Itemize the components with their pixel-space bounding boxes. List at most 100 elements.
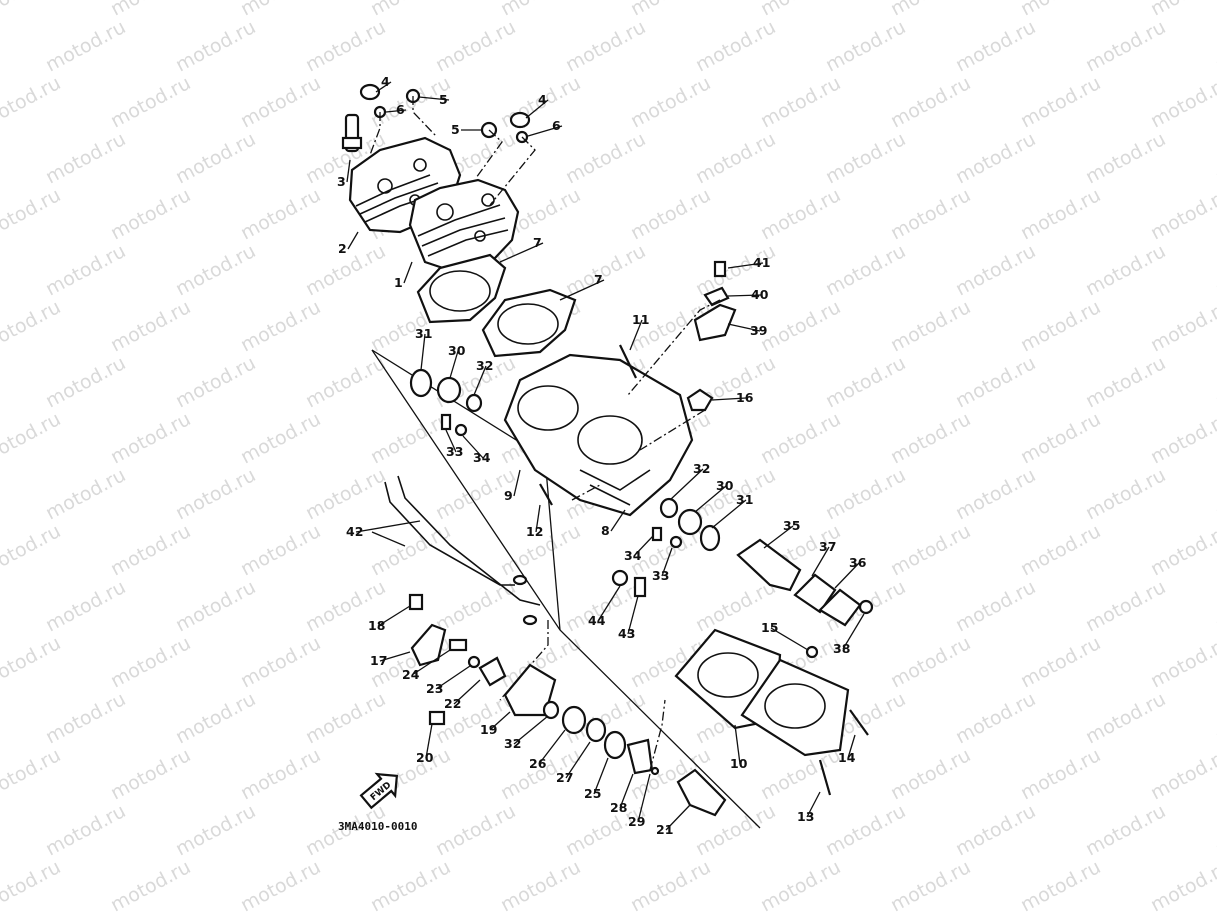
callout-number: 33 bbox=[652, 568, 669, 583]
callout-leader bbox=[629, 319, 643, 351]
callout-leader bbox=[770, 627, 809, 651]
watermark-text: motod.ru bbox=[237, 408, 324, 468]
callout-leader bbox=[473, 365, 487, 396]
watermark-text: motod.ru bbox=[237, 744, 324, 804]
watermark-text: motod.ru bbox=[497, 856, 584, 913]
o-ring-27 bbox=[585, 717, 607, 743]
watermark-text: motod.ru bbox=[952, 128, 1039, 188]
callout-leader bbox=[806, 791, 821, 818]
watermark-text: motod.ru bbox=[562, 240, 649, 300]
head-gasket-left bbox=[416, 253, 507, 324]
callout-number: 6 bbox=[396, 102, 405, 117]
watermark-text: motod.ru bbox=[1212, 16, 1217, 76]
watermark-text: motod.ru bbox=[952, 240, 1039, 300]
callout-number: 26 bbox=[529, 756, 547, 771]
watermark-text: motod.ru bbox=[42, 688, 129, 748]
callout-number: 34 bbox=[473, 450, 491, 465]
watermark-text: motod.ru bbox=[887, 72, 974, 132]
callout-leader bbox=[734, 724, 741, 765]
watermark-text: motod.ru bbox=[0, 632, 64, 692]
watermark-text: motod.ru bbox=[42, 16, 129, 76]
callout-leader bbox=[535, 504, 541, 533]
watermark-text: motod.ru bbox=[107, 184, 194, 244]
collar-upper bbox=[436, 376, 462, 404]
callout-number: 21 bbox=[656, 822, 673, 837]
callout-leader bbox=[661, 547, 673, 577]
watermark-text: motod.ru bbox=[952, 16, 1039, 76]
watermark-text: motod.ru bbox=[172, 464, 259, 524]
callout-number: 7 bbox=[594, 272, 603, 287]
watermark-text: motod.ru bbox=[237, 72, 324, 132]
watermark-text: motod.ru bbox=[1017, 408, 1104, 468]
callout-leader bbox=[727, 262, 764, 269]
watermark-text: motod.ru bbox=[107, 856, 194, 913]
watermark-text: motod.ru bbox=[952, 576, 1039, 636]
callout-leader bbox=[449, 350, 459, 379]
callout-number: 12 bbox=[526, 524, 543, 539]
callout-number: 5 bbox=[439, 92, 448, 107]
watermark-text: motod.ru bbox=[42, 464, 129, 524]
bolt-18 bbox=[408, 593, 424, 611]
dowel-15 bbox=[805, 645, 819, 659]
watermark-text: motod.ru bbox=[302, 16, 389, 76]
callout-number: 30 bbox=[716, 478, 734, 493]
callout-number: 25 bbox=[584, 786, 601, 801]
watermark-text: motod.ru bbox=[0, 408, 64, 468]
callout-leader bbox=[633, 535, 654, 557]
watermark-text: motod.ru bbox=[107, 520, 194, 580]
watermark-text: motod.ru bbox=[1212, 352, 1217, 412]
watermark-text: motod.ru bbox=[562, 128, 649, 188]
watermark-text: motod.ru bbox=[1212, 576, 1217, 636]
stud-13 bbox=[818, 759, 832, 796]
callout-leader bbox=[593, 757, 609, 795]
callout-leader bbox=[597, 585, 621, 622]
callout-leader bbox=[842, 613, 865, 650]
collar-26 bbox=[561, 705, 587, 735]
callout-number: 27 bbox=[556, 770, 573, 785]
callout-leader bbox=[525, 99, 549, 119]
watermark-text: motod.ru bbox=[172, 16, 259, 76]
callout-number: 8 bbox=[601, 523, 610, 538]
screw-24 bbox=[448, 638, 468, 652]
callout-leader bbox=[610, 509, 626, 532]
callout-number: 31 bbox=[736, 492, 753, 507]
watermark-text: motod.ru bbox=[172, 800, 259, 860]
watermark-text: motod.ru bbox=[42, 128, 129, 188]
callout-leader bbox=[347, 231, 359, 250]
watermark-text: motod.ru bbox=[1017, 744, 1104, 804]
cap-nut-left bbox=[359, 83, 381, 101]
ring-25 bbox=[603, 730, 627, 760]
bolt-38 bbox=[858, 599, 874, 615]
callout-leader bbox=[811, 546, 830, 577]
callout-number: 7 bbox=[533, 235, 542, 250]
callout-number: 11 bbox=[632, 312, 649, 327]
callout-number: 28 bbox=[610, 800, 627, 815]
callout-number: 42 bbox=[346, 524, 363, 539]
watermark-text: motod.ru bbox=[887, 0, 974, 20]
callout-leader bbox=[411, 649, 451, 676]
callout-leader bbox=[379, 651, 411, 662]
callout-leader bbox=[346, 159, 351, 183]
watermark-text: motod.ru bbox=[952, 688, 1039, 748]
callout-number: 15 bbox=[761, 620, 778, 635]
callout-number: 40 bbox=[751, 287, 769, 302]
callout-leader bbox=[355, 520, 421, 533]
callout-number: 14 bbox=[838, 750, 856, 765]
watermark-text: motod.ru bbox=[822, 240, 909, 300]
callout-number: 22 bbox=[444, 696, 461, 711]
watermark-text: motod.ru bbox=[367, 0, 454, 20]
watermark-text: motod.ru bbox=[562, 16, 649, 76]
callout-leader bbox=[619, 773, 634, 809]
watermark-text: motod.ru bbox=[692, 128, 779, 188]
watermark-text: motod.ru bbox=[1147, 632, 1217, 692]
callout-number: 19 bbox=[480, 722, 497, 737]
watermark-text: motod.ru bbox=[1147, 184, 1217, 244]
watermark-text: motod.ru bbox=[1082, 800, 1169, 860]
o-ring-lower-right bbox=[699, 524, 721, 552]
callout-leader bbox=[711, 499, 747, 529]
watermark-text: motod.ru bbox=[107, 72, 194, 132]
watermark-text: motod.ru bbox=[107, 0, 194, 20]
bolt-43 bbox=[633, 576, 647, 598]
watermark-text: motod.ru bbox=[1082, 464, 1169, 524]
